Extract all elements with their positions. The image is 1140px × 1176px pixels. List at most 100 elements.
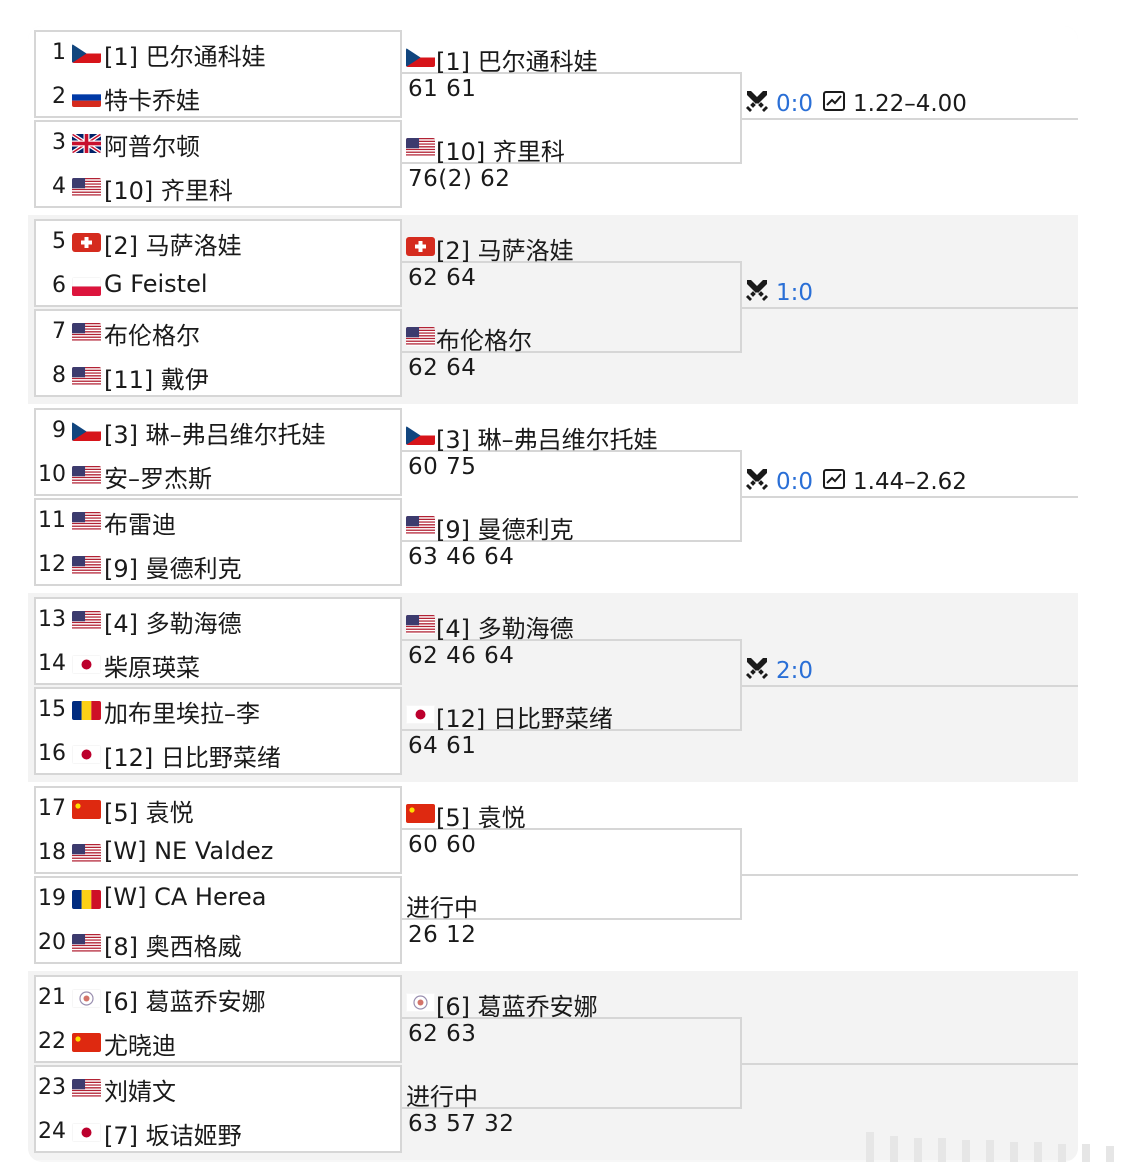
player-seed-number: 11 xyxy=(38,508,66,533)
player-seed-number: 9 xyxy=(52,418,66,443)
h2h-record[interactable]: 2:0 xyxy=(776,658,814,684)
player-row[interactable]: 1[1] 巴尔通科娃 xyxy=(36,32,404,76)
winner-name[interactable]: [6] 葛蓝乔安娜 xyxy=(436,993,598,1021)
crossed-swords-icon xyxy=(744,466,776,498)
player-name: 加布里埃拉–李 xyxy=(104,700,260,728)
head-to-head[interactable]: 0:0 1.22–4.00 xyxy=(744,88,967,120)
bracket-line xyxy=(742,118,1078,120)
winner-name[interactable]: [12] 日比野菜绪 xyxy=(436,705,613,733)
player-name: 柴原瑛菜 xyxy=(104,654,200,682)
player-row[interactable]: 19[W] CA Herea xyxy=(36,878,404,922)
player-row[interactable]: 20[8] 奥西格威 xyxy=(36,922,404,966)
flag-poland-icon xyxy=(72,277,101,296)
player-seed-number: 24 xyxy=(38,1119,66,1144)
flag-usa-icon xyxy=(72,611,101,630)
flag-czech-icon xyxy=(72,422,101,441)
player-name: 刘婧文 xyxy=(104,1078,176,1106)
bracket-line xyxy=(742,874,1078,876)
winner-name[interactable]: [2] 马萨洛娃 xyxy=(436,237,574,265)
match-score: 76(2) 62 xyxy=(408,166,511,192)
flag-usa-icon xyxy=(406,615,435,634)
winner-name[interactable]: [1] 巴尔通科娃 xyxy=(436,48,598,76)
player-row[interactable]: 10 安–罗杰斯 xyxy=(36,454,404,498)
bracket-line xyxy=(742,307,1078,309)
bracket-line xyxy=(742,1063,1078,1065)
flag-switzerland-icon xyxy=(406,237,435,256)
player-row[interactable]: 9[3] 琳–弗吕维尔托娃 xyxy=(36,410,404,454)
winner-name[interactable]: [5] 袁悦 xyxy=(436,804,526,832)
flag-japan-icon xyxy=(72,745,101,764)
winner-name[interactable]: [3] 琳–弗吕维尔托娃 xyxy=(436,426,658,454)
match-score: 62 46 64 xyxy=(408,643,515,669)
player-row[interactable]: 5[2] 马萨洛娃 xyxy=(36,221,404,265)
player-row[interactable]: 24[7] 坂诘姬野 xyxy=(36,1111,404,1155)
flag-usa-icon xyxy=(72,178,101,197)
betting-odds[interactable]: 1.44–2.62 xyxy=(853,469,967,495)
player-name: 特卡乔娃 xyxy=(104,87,200,115)
player-pair-box: 9[3] 琳–弗吕维尔托娃 10 安–罗杰斯 xyxy=(34,408,402,496)
player-seed-number: 7 xyxy=(52,319,66,344)
player-row[interactable]: 13[4] 多勒海德 xyxy=(36,599,404,643)
player-seed-number: 12 xyxy=(38,552,66,577)
player-row[interactable]: 21[6] 葛蓝乔安娜 xyxy=(36,977,404,1021)
player-name: 布雷迪 xyxy=(104,511,176,539)
player-seed-number: 23 xyxy=(38,1075,66,1100)
flag-china-icon xyxy=(72,800,101,819)
head-to-head[interactable]: 1:0 xyxy=(744,277,813,309)
head-to-head[interactable]: 0:0 1.44–2.62 xyxy=(744,466,967,498)
flag-czech-icon xyxy=(406,48,435,67)
flag-china-icon xyxy=(406,804,435,823)
player-row[interactable]: 18[W] NE Valdez xyxy=(36,832,404,876)
player-seed-number: 15 xyxy=(38,697,66,722)
player-name: 安–罗杰斯 xyxy=(104,465,212,493)
player-row[interactable]: 11 布雷迪 xyxy=(36,500,404,544)
betting-odds[interactable]: 1.22–4.00 xyxy=(853,91,967,117)
h2h-record[interactable]: 1:0 xyxy=(776,280,814,306)
match-connector xyxy=(402,1017,742,1109)
player-row[interactable]: 15 加布里埃拉–李 xyxy=(36,689,404,733)
h2h-record[interactable]: 0:0 xyxy=(776,469,814,495)
flag-usa-icon xyxy=(406,327,435,346)
winner-name[interactable]: [10] 齐里科 xyxy=(436,138,565,166)
winner-name[interactable]: [4] 多勒海德 xyxy=(436,615,574,643)
flag-czech-icon xyxy=(72,44,101,63)
flag-usa-icon xyxy=(72,367,101,386)
match-connector xyxy=(402,72,742,164)
player-row[interactable]: 12[9] 曼德利克 xyxy=(36,544,404,588)
flag-usa-icon xyxy=(72,556,101,575)
player-row[interactable]: 8[11] 戴伊 xyxy=(36,355,404,399)
head-to-head[interactable]: 2:0 xyxy=(744,655,813,687)
winner-name[interactable]: 布伦格尔 xyxy=(436,327,532,355)
player-name: [6] 葛蓝乔安娜 xyxy=(104,988,266,1016)
player-seed-number: 3 xyxy=(52,130,66,155)
player-pair-box: 11 布雷迪 12[9] 曼德利克 xyxy=(34,498,402,586)
flag-uk-icon xyxy=(72,134,101,153)
player-row[interactable]: 17[5] 袁悦 xyxy=(36,788,404,832)
player-row[interactable]: 4[10] 齐里科 xyxy=(36,166,404,210)
player-row[interactable]: 16[12] 日比野菜绪 xyxy=(36,733,404,777)
match-connector xyxy=(402,639,742,731)
player-name: [1] 巴尔通科娃 xyxy=(104,43,266,71)
winner-name[interactable]: [9] 曼德利克 xyxy=(436,516,574,544)
player-row[interactable]: 23 刘婧文 xyxy=(36,1067,404,1111)
player-seed-number: 19 xyxy=(38,886,66,911)
crossed-swords-icon xyxy=(744,277,776,309)
player-name: [5] 袁悦 xyxy=(104,799,194,827)
h2h-record[interactable]: 0:0 xyxy=(776,91,814,117)
flag-usa-icon xyxy=(72,844,101,863)
flag-usa-icon xyxy=(72,1079,101,1098)
player-name: [W] NE Valdez xyxy=(104,837,274,865)
player-seed-number: 4 xyxy=(52,174,66,199)
player-seed-number: 10 xyxy=(38,462,66,487)
